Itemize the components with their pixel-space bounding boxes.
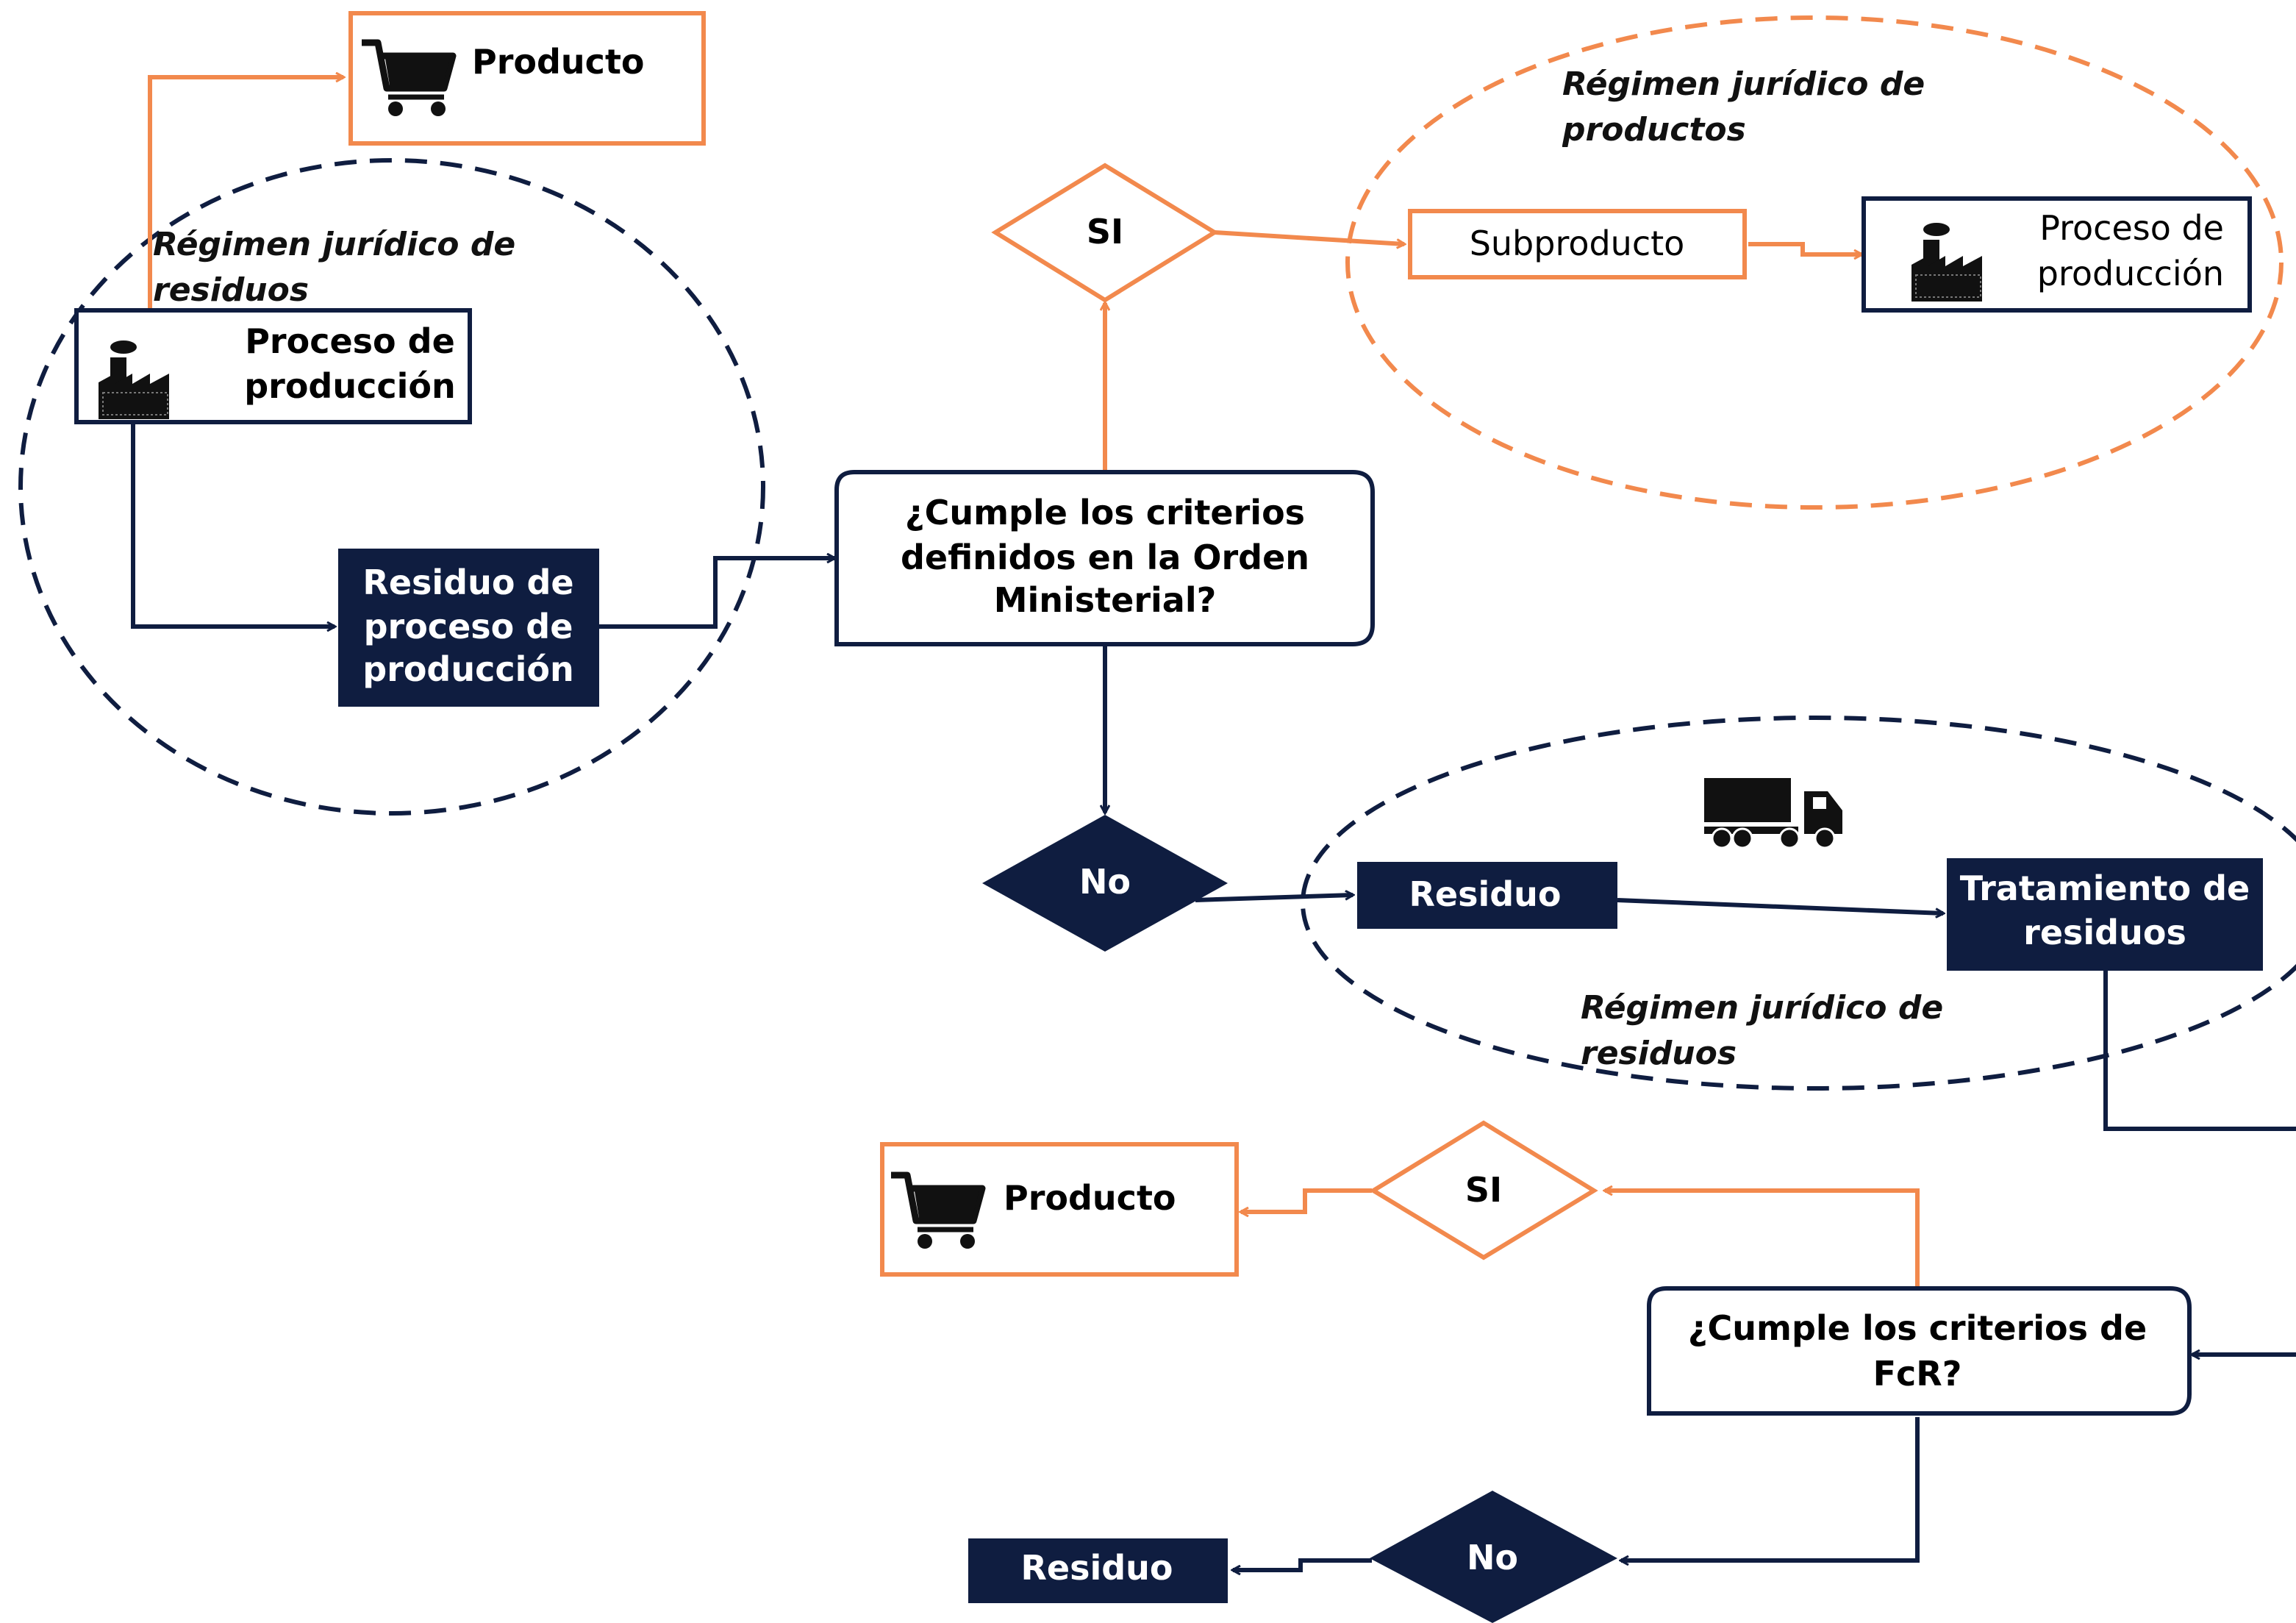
criterios-fcr-label-1: ¿Cumple los criterios de	[1688, 1308, 2147, 1348]
residuo-bottom-label: Residuo	[1020, 1548, 1173, 1588]
no-bottom-decision: No	[1370, 1491, 1617, 1623]
connector-no-to-residuo	[1195, 895, 1353, 902]
truck-icon	[1704, 778, 1842, 849]
producto-top-label: Producto	[472, 42, 645, 82]
cart-icon	[891, 1171, 986, 1249]
no-mid-label: No	[1079, 862, 1131, 902]
connector-proceso-to-residuo	[131, 422, 335, 627]
factory-icon	[1911, 223, 1982, 302]
connector-no-to-residuo-bottom	[1233, 1558, 1372, 1570]
connector-si-to-subproducto	[1214, 230, 1404, 244]
residuo-proceso-label-1: Residuo de	[362, 563, 573, 602]
connector-proceso-to-producto	[148, 77, 343, 310]
residuo-proceso-label-2: proceso de	[364, 607, 573, 646]
region-label-residuos-left: Régimen jurídico de residuos	[153, 226, 515, 309]
connector-fcr-to-no	[1621, 1417, 1920, 1560]
no-mid-decision: No	[982, 815, 1228, 952]
connector-residuo-to-criterios	[599, 558, 834, 629]
residuo-bottom-node: Residuo	[968, 1538, 1228, 1603]
criterios-fcr-node: ¿Cumple los criterios de FcR?	[1647, 1286, 2192, 1416]
region-residuos-left	[18, 158, 765, 816]
si-top-decision: SI	[991, 163, 1219, 303]
tratamiento-node: Tratamiento de residuos	[1947, 858, 2263, 971]
criterios-fcr-label-2: FcR?	[1873, 1354, 1962, 1394]
residuo-proceso-label-3: producción	[362, 649, 574, 689]
proceso-left-node: Proceso de producción	[74, 308, 472, 424]
connector-si-to-producto	[1241, 1188, 1372, 1212]
si-bottom-label: SI	[1465, 1170, 1502, 1210]
producto-bottom-node: Producto	[880, 1142, 1239, 1277]
residuo-mid-node: Residuo	[1357, 862, 1617, 929]
residuo-proceso-node: Residuo de proceso de producción	[338, 549, 599, 707]
region-label-productos-right: Régimen jurídico de productos	[1562, 65, 1925, 149]
connector-residuo-to-tratamiento	[1617, 898, 1943, 913]
criterios-om-label-2: definidos en la Orden	[901, 538, 1309, 577]
si-bottom-decision: SI	[1369, 1120, 1598, 1260]
proceso-left-label-2: producción	[244, 366, 456, 406]
residuo-mid-label: Residuo	[1409, 874, 1561, 914]
factory-icon	[99, 340, 169, 419]
proceso-left-label-1: Proceso de	[245, 321, 455, 361]
criterios-om-label-3: Ministerial?	[994, 580, 1217, 620]
proceso-right-label-2: producción	[2037, 254, 2224, 293]
tratamiento-label-1: Tratamiento de	[1960, 868, 2250, 908]
criterios-om-label-1: ¿Cumple los criterios	[905, 493, 1305, 532]
no-bottom-label: No	[1467, 1538, 1518, 1577]
criterios-om-node: ¿Cumple los criterios definidos en la Or…	[834, 470, 1375, 646]
producto-top-node: Producto	[348, 11, 706, 146]
si-top-label: SI	[1087, 212, 1123, 252]
proceso-right-label-1: Proceso de	[2039, 208, 2224, 248]
cart-icon	[362, 39, 457, 116]
subproducto-label: Subproducto	[1470, 224, 1685, 263]
region-productos-right	[1345, 15, 2284, 510]
connector-fcr-to-si	[1605, 1191, 1920, 1291]
connector-subproducto-to-proceso	[1748, 242, 1862, 254]
region-label-residuos-mid: Régimen jurídico de residuos	[1581, 989, 1943, 1072]
region-residuos-mid	[1301, 716, 2296, 1091]
connector-tratamiento-to-fcr	[2103, 971, 2296, 1131]
producto-bottom-label: Producto	[1004, 1178, 1176, 1218]
tratamiento-label-2: residuos	[2023, 913, 2186, 952]
subproducto-node: Subproducto	[1408, 209, 1747, 279]
proceso-right-node: Proceso de producción	[1862, 196, 2252, 313]
